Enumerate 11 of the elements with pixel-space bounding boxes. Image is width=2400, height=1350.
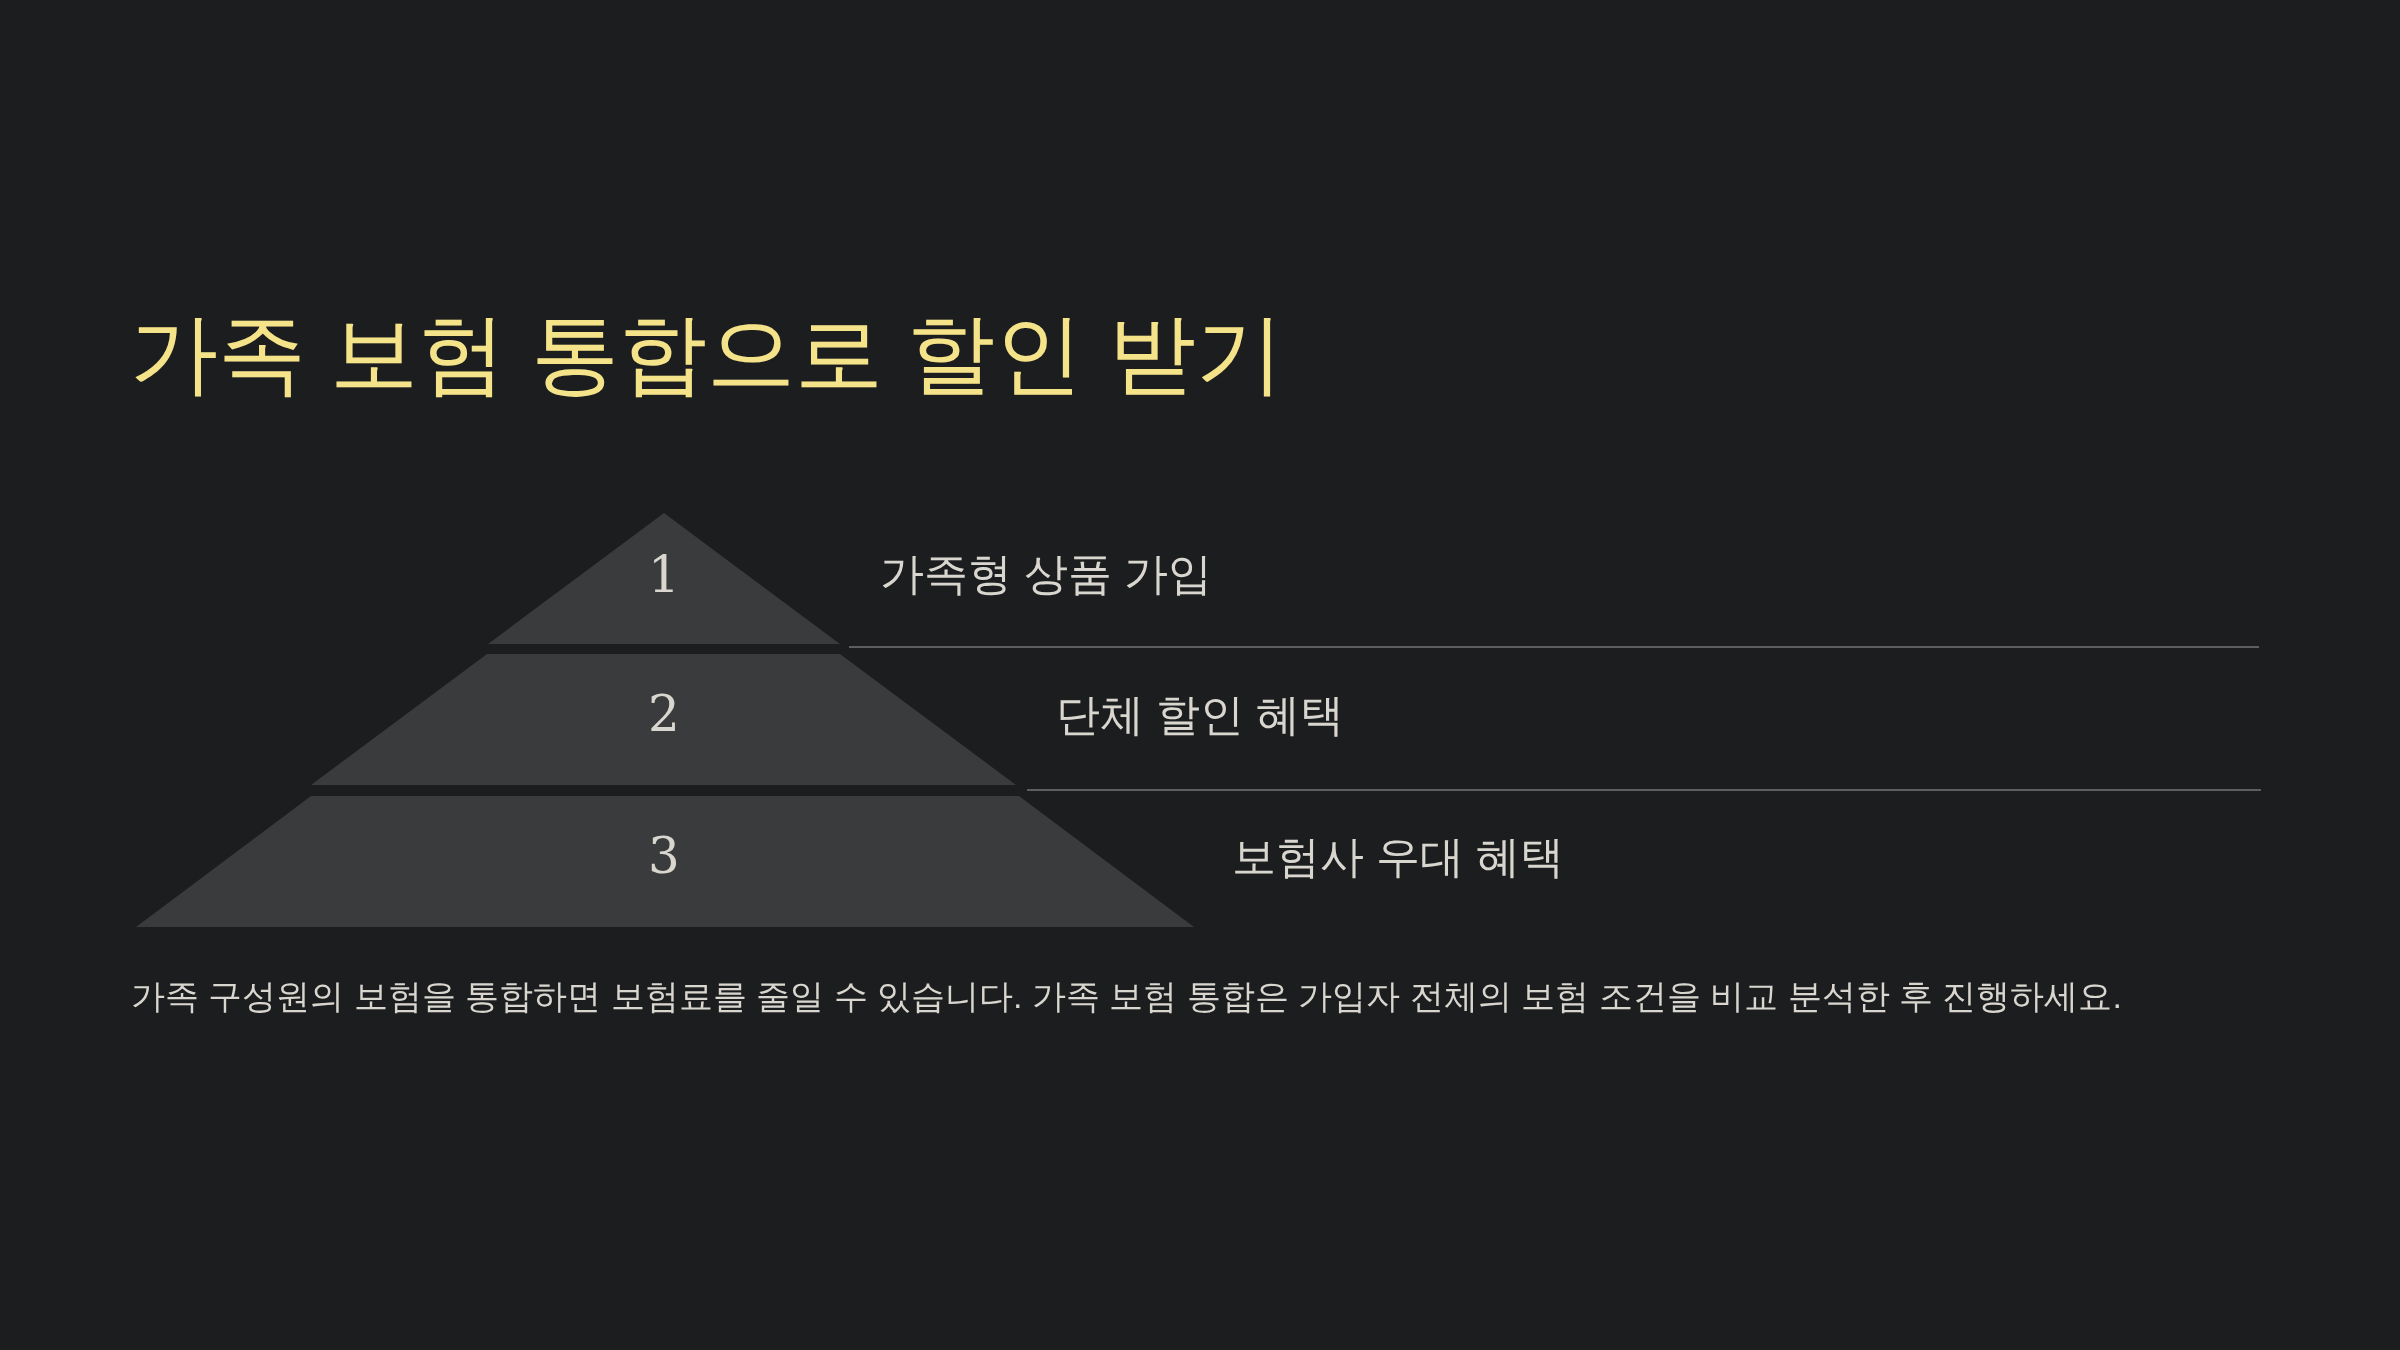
pyramid-tier (136, 796, 1194, 927)
tier-label: 보험사 우대 혜택 (1232, 835, 1565, 879)
title: 가족 보험 통합으로 할인 받기 (130, 310, 1284, 398)
tier-number: 1 (648, 550, 680, 600)
pyramid-tier (311, 654, 1016, 785)
tier-label: 단체 할인 혜택 (1056, 693, 1345, 737)
description-text: 가족 구성원의 보험을 통합하면 보험료를 줄일 수 있습니다. 가족 보험 통합은 가입자 전체의 보험 조건을 비교 분석한 후 진행하세요. (131, 976, 2123, 1017)
tier-number: 3 (648, 831, 680, 881)
tier-number: 2 (648, 689, 680, 739)
tier-label: 가족형 상품 가입 (880, 552, 1213, 596)
pyramid-tier (488, 513, 840, 644)
